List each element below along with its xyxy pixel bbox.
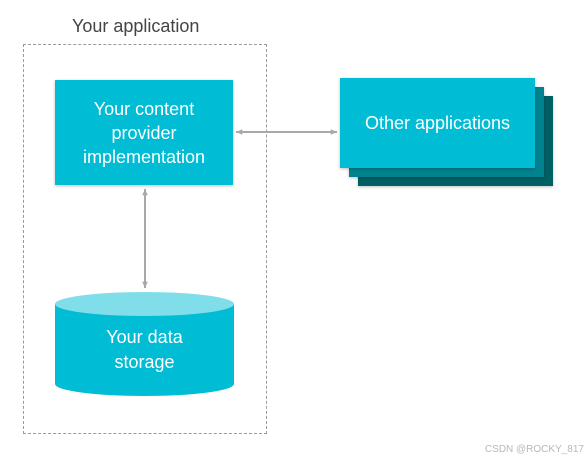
data-storage-label-line-2: storage xyxy=(114,352,175,372)
data-storage-cylinder xyxy=(55,292,234,396)
application-boundary xyxy=(23,44,267,434)
other-applications-label: Other applications xyxy=(364,112,511,133)
watermark: CSDN @ROCKY_817 xyxy=(484,444,584,455)
data-storage-label: Your data storage xyxy=(55,292,234,396)
content-provider-label-line-1: Your content xyxy=(93,98,195,119)
content-provider-box: Your content provider implementation xyxy=(55,80,233,185)
application-boundary-label: Your application xyxy=(72,16,200,36)
content-provider-label-line-3: implementation xyxy=(82,146,206,167)
other-applications-stack: Other applications xyxy=(340,78,555,188)
cylinder-top xyxy=(55,292,234,316)
content-provider-label-line-2: provider xyxy=(111,122,177,143)
cylinder-body xyxy=(55,304,234,396)
other-applications-box: Other applications xyxy=(340,78,535,168)
content-provider-label: Your content provider implementation xyxy=(83,97,205,169)
data-storage-label-line-1: Your data xyxy=(106,327,183,347)
